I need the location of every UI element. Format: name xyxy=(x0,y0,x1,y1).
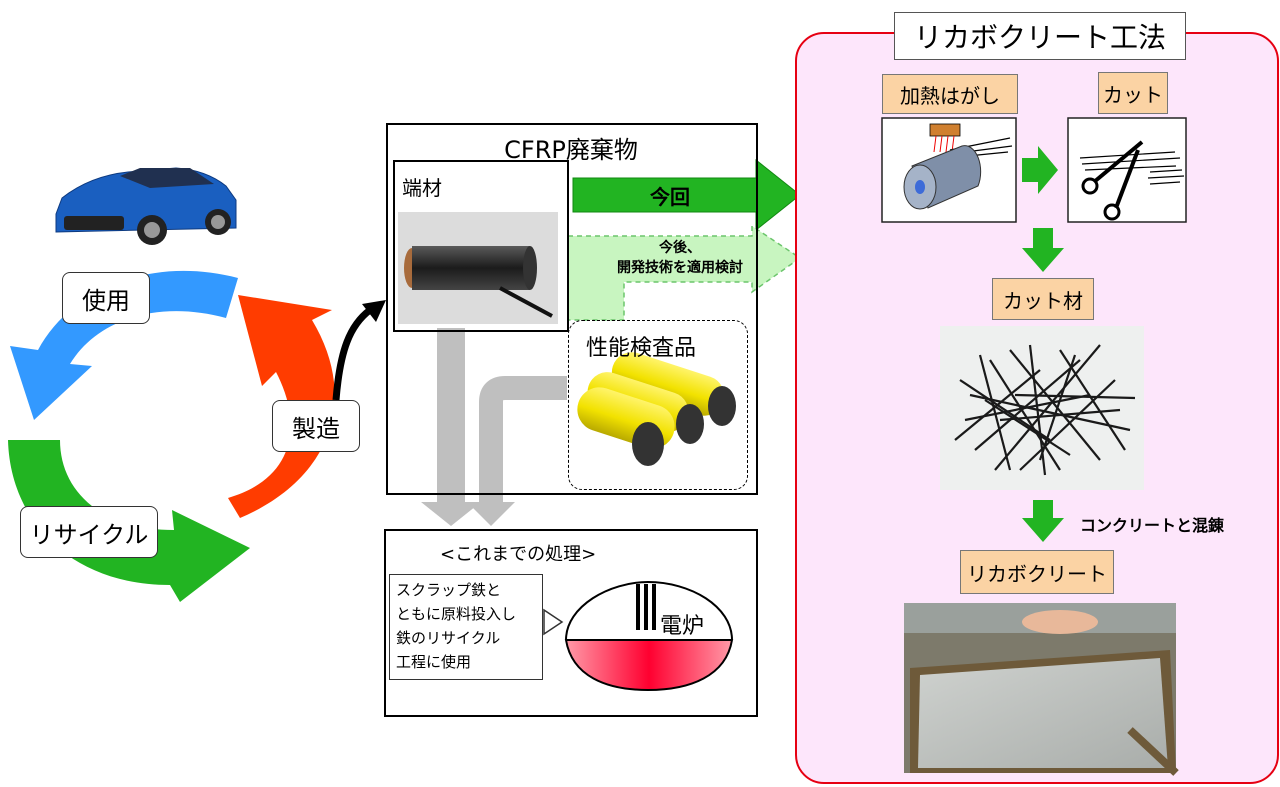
furnace-label: 電炉 xyxy=(660,614,705,639)
cfrp-title: CFRP廃棄物 xyxy=(504,136,638,164)
disposal-note-line: スクラップ鉄と xyxy=(396,581,502,599)
to-cfrp-arrow xyxy=(332,307,373,401)
step-cut-label: カット xyxy=(1098,72,1168,114)
step-cut-text: カット xyxy=(1103,82,1163,107)
heat-peel-illustration xyxy=(882,118,1016,222)
tested-products-box xyxy=(568,320,748,490)
method-title: リカボクリート工法 xyxy=(894,12,1186,60)
disposal-box xyxy=(384,529,758,717)
future-label-line1: 今後、 xyxy=(659,240,701,256)
now-label: 今回 xyxy=(650,184,690,209)
tested-rolls-image xyxy=(577,352,736,466)
offcut-image xyxy=(398,212,558,324)
future-label: 今後、 開発技術を適用検討 xyxy=(600,238,760,278)
cfrp-waste-box xyxy=(386,123,758,495)
manufacture-label: 製造 xyxy=(272,400,360,452)
method-title-text: リカボクリート工法 xyxy=(913,21,1166,54)
cut-material-label: カット材 xyxy=(992,278,1094,320)
manufacture-text: 製造 xyxy=(292,414,340,443)
cut-illustration xyxy=(1068,118,1186,222)
use-cycle-arrow xyxy=(10,270,238,420)
disposal-note-line: 工程に使用 xyxy=(396,653,472,671)
disposal-note: スクラップ鉄と ともに原料投入し 鉄のリサイクル 工程に使用 xyxy=(389,574,543,680)
result-label: リカボクリート xyxy=(960,550,1114,594)
offcut-box xyxy=(393,160,569,332)
recycle-text: リサイクル xyxy=(29,520,149,549)
use-text: 使用 xyxy=(82,286,130,315)
future-label-line2: 開発技術を適用検討 xyxy=(617,260,743,276)
cut-material-photo xyxy=(940,326,1144,490)
disposal-note-line: 鉄のリサイクル xyxy=(396,629,501,647)
car-image xyxy=(55,167,237,245)
recycle-cycle-arrow xyxy=(8,440,250,602)
offcut-label: 端材 xyxy=(402,176,442,200)
mix-label: コンクリートと混錬 xyxy=(1080,516,1225,535)
cut-material-text: カット材 xyxy=(1003,288,1083,313)
concrete-photo xyxy=(904,603,1176,773)
result-text: リカボクリート xyxy=(967,561,1107,586)
step-heat-peel-label: 加熱はがし xyxy=(882,74,1018,114)
disposal-title: <これまでの処理> xyxy=(440,544,597,565)
recycle-label: リサイクル xyxy=(20,506,158,558)
tested-products-label: 性能検査品 xyxy=(586,336,697,361)
disposal-note-line: ともに原料投入し xyxy=(396,605,517,623)
use-label: 使用 xyxy=(62,272,150,324)
furnace-shape xyxy=(565,580,733,641)
manufacture-cycle-arrow xyxy=(228,295,335,518)
step-heat-peel-text: 加熱はがし xyxy=(900,83,1000,108)
